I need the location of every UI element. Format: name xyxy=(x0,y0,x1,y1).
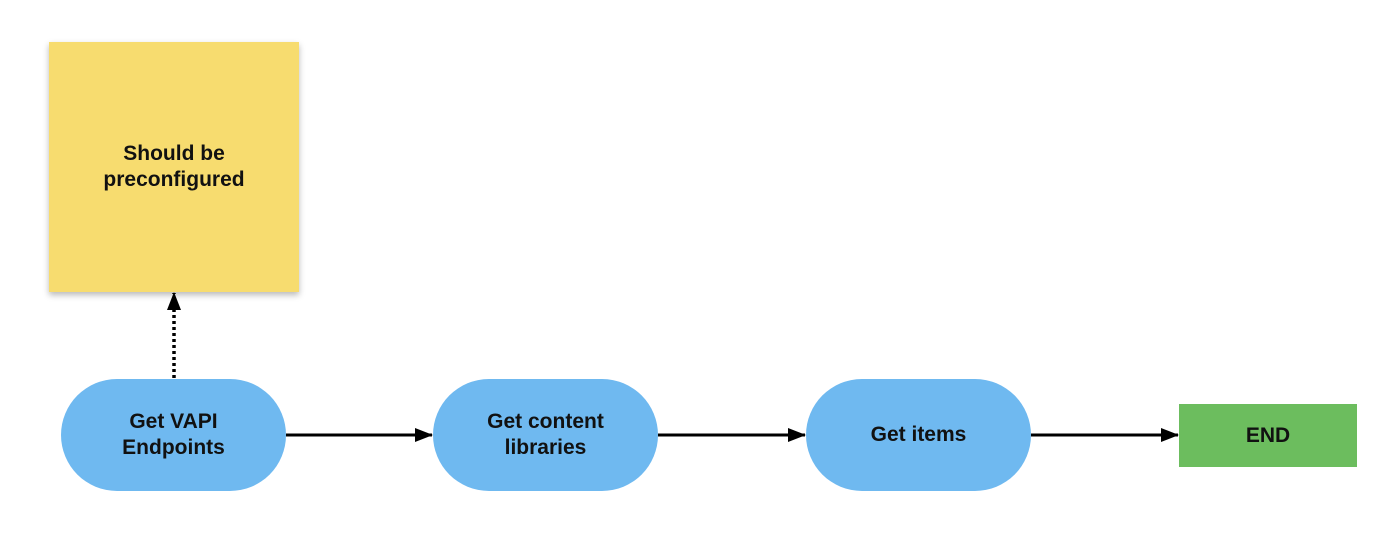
step-label: Get VAPI Endpoints xyxy=(122,410,225,459)
step-get-content-libraries: Get content libraries xyxy=(433,379,658,491)
sticky-note: Should be preconfigured xyxy=(49,42,299,292)
end-label: END xyxy=(1245,423,1291,447)
step-get-items: Get items xyxy=(806,379,1031,491)
step-label: Get items xyxy=(870,423,967,446)
end-node: END xyxy=(1179,404,1357,467)
step-get-vapi-endpoints: Get VAPI Endpoints xyxy=(61,379,286,491)
sticky-note-label: Should be preconfigured xyxy=(103,142,245,191)
step-label: Get content libraries xyxy=(487,410,604,459)
